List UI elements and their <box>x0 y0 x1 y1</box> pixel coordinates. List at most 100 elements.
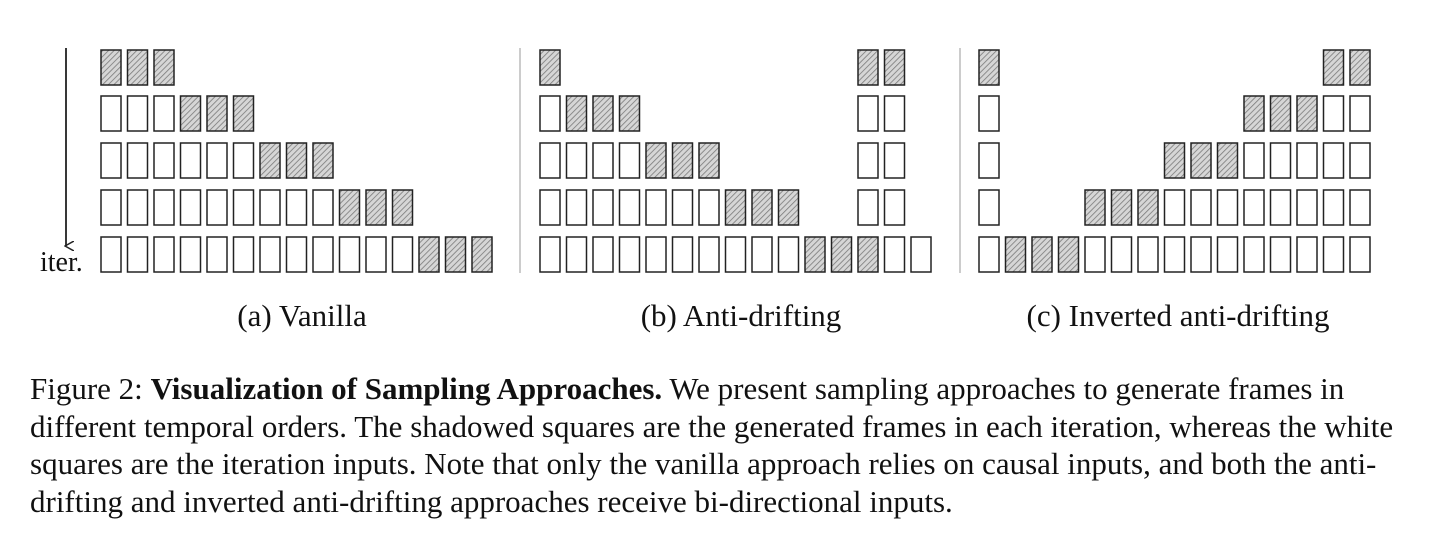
input-frame <box>232 236 255 273</box>
input-frame <box>312 189 334 226</box>
generated-frame <box>857 236 879 273</box>
input-frame <box>645 236 667 273</box>
figure-caption: Figure 2: Visualization of Sampling Appr… <box>30 370 1414 520</box>
input-frame <box>1322 236 1345 273</box>
input-frame <box>1243 142 1265 179</box>
input-frame <box>539 95 561 132</box>
input-frame <box>1216 189 1239 226</box>
input-frame <box>1322 189 1345 226</box>
input-frame <box>978 189 1000 226</box>
generated-frame <box>539 49 561 86</box>
input-frame <box>1349 236 1371 273</box>
input-frame <box>285 236 308 273</box>
input-frame <box>751 236 773 273</box>
input-frame <box>1322 142 1345 179</box>
input-frame <box>126 142 149 179</box>
input-frame <box>978 95 1000 132</box>
generated-frame <box>671 142 694 179</box>
generated-frame <box>724 189 747 226</box>
figure-diagram <box>0 48 1371 273</box>
iteration-axis-label: iter. <box>40 247 83 278</box>
input-frame <box>978 142 1000 179</box>
caption-prefix: Figure 2: <box>30 371 151 406</box>
input-frame <box>1322 95 1345 132</box>
generated-frame <box>232 95 255 132</box>
input-frame <box>126 236 149 273</box>
input-frame <box>1349 142 1371 179</box>
input-frame <box>857 189 879 226</box>
generated-frame <box>1349 49 1371 86</box>
generated-frame <box>978 49 1000 86</box>
input-frame <box>857 95 879 132</box>
generated-frame <box>444 236 467 273</box>
generated-frame <box>1110 189 1133 226</box>
input-frame <box>1190 236 1212 273</box>
generated-frame <box>312 142 334 179</box>
input-frame <box>100 142 122 179</box>
input-frame <box>179 142 202 179</box>
generated-frame <box>804 236 826 273</box>
input-frame <box>1163 189 1186 226</box>
generated-frame <box>338 189 361 226</box>
input-frame <box>777 236 800 273</box>
input-frame <box>391 236 414 273</box>
input-frame <box>645 189 667 226</box>
input-frame <box>883 236 906 273</box>
generated-frame <box>565 95 588 132</box>
generated-frame <box>471 236 493 273</box>
input-frame <box>1269 142 1292 179</box>
input-frame <box>1296 142 1318 179</box>
input-frame <box>539 189 561 226</box>
input-frame <box>1269 236 1292 273</box>
input-frame <box>978 236 1000 273</box>
input-frame <box>206 236 228 273</box>
input-frame <box>592 236 614 273</box>
generated-frame <box>883 49 906 86</box>
caption-body: We present sampling approaches to genera… <box>30 371 1394 519</box>
input-frame <box>1243 189 1265 226</box>
generated-frame <box>751 189 773 226</box>
generated-frame <box>645 142 667 179</box>
input-frame <box>126 95 149 132</box>
panel-label-anti-drifting: (b) Anti-drifting <box>640 298 842 333</box>
generated-frame <box>777 189 800 226</box>
input-frame <box>724 236 747 273</box>
generated-frame <box>830 236 853 273</box>
input-frame <box>1190 189 1212 226</box>
generated-frame <box>1296 95 1318 132</box>
input-frame <box>126 189 149 226</box>
input-frame <box>565 142 588 179</box>
input-frame <box>259 236 281 273</box>
generated-frame <box>1269 95 1292 132</box>
generated-frame <box>418 236 440 273</box>
input-frame <box>857 142 879 179</box>
generated-frame <box>259 142 281 179</box>
input-frame <box>698 189 720 226</box>
generated-frame <box>592 95 614 132</box>
input-frame <box>338 236 361 273</box>
input-frame <box>365 236 387 273</box>
generated-frame <box>126 49 149 86</box>
input-frame <box>153 189 175 226</box>
input-frame <box>618 236 641 273</box>
input-frame <box>1269 189 1292 226</box>
input-frame <box>100 189 122 226</box>
input-frame <box>1137 236 1159 273</box>
input-frame <box>153 95 175 132</box>
input-frame <box>206 189 228 226</box>
generated-frame <box>153 49 175 86</box>
input-frame <box>910 236 932 273</box>
input-frame <box>312 236 334 273</box>
input-frame <box>100 236 122 273</box>
generated-frame <box>1163 142 1186 179</box>
input-frame <box>539 142 561 179</box>
generated-frame <box>391 189 414 226</box>
input-frame <box>618 142 641 179</box>
generated-frame <box>1137 189 1159 226</box>
input-frame <box>698 236 720 273</box>
input-frame <box>232 142 255 179</box>
input-frame <box>565 189 588 226</box>
input-frame <box>1296 189 1318 226</box>
input-frame <box>883 95 906 132</box>
generated-frame <box>206 95 228 132</box>
